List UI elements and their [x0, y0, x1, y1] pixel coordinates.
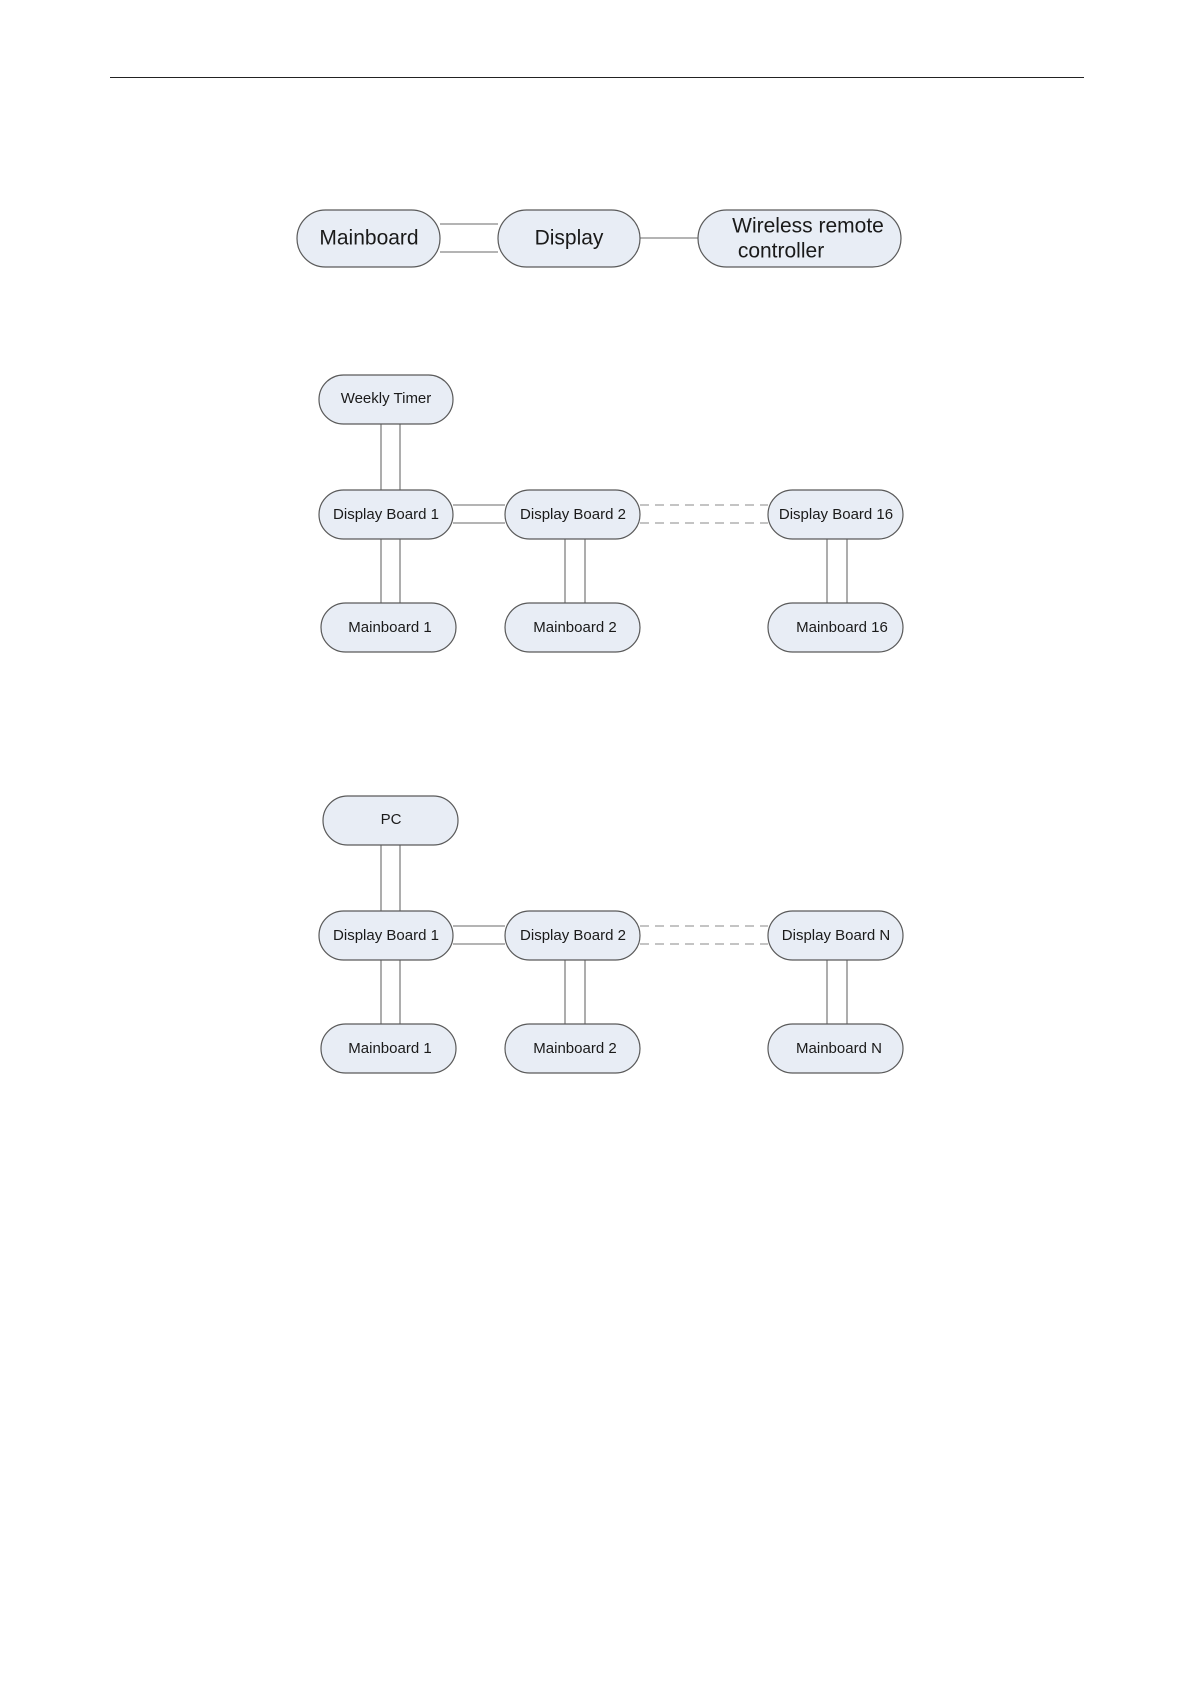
node-mainboard-label: Mainboard: [319, 227, 418, 250]
node-display-board-2-label: Display Board 2: [520, 927, 626, 944]
node-mainboard-2-label: Mainboard 2: [533, 1040, 616, 1057]
node-mainboard-16: Mainboard 16: [768, 603, 903, 652]
node-display-board-n: Display Board N: [768, 911, 903, 960]
node-pc-label: PC: [381, 811, 402, 828]
node-display-board-1: Display Board 1: [319, 911, 453, 960]
node-weekly-timer: Weekly Timer: [319, 375, 453, 424]
node-wireless-remote-label-line1: Wireless remote: [732, 215, 884, 238]
node-mainboard-n-label: Mainboard N: [796, 1040, 882, 1057]
node-display-board-1-label: Display Board 1: [333, 927, 439, 944]
node-display-board-2-label: Display Board 2: [520, 506, 626, 523]
node-display-board-16: Display Board 16: [768, 490, 903, 539]
node-weekly-timer-label: Weekly Timer: [341, 390, 432, 407]
diagram-weekly-timer-network: Weekly Timer Display Board 1 Display Boa…: [0, 370, 1191, 660]
node-mainboard-n: Mainboard N: [768, 1024, 903, 1073]
node-mainboard-1-label: Mainboard 1: [348, 619, 431, 636]
node-display-board-2: Display Board 2: [505, 911, 640, 960]
node-mainboard-2: Mainboard 2: [505, 1024, 640, 1073]
node-display-label: Display: [535, 227, 604, 250]
node-mainboard-16-label: Mainboard 16: [796, 619, 888, 636]
node-wireless-remote: Wireless remote controller: [698, 210, 901, 267]
node-mainboard-2-label: Mainboard 2: [533, 619, 616, 636]
node-display: Display: [498, 210, 640, 267]
node-mainboard-2: Mainboard 2: [505, 603, 640, 652]
node-pc: PC: [323, 796, 458, 845]
node-mainboard-1-label: Mainboard 1: [348, 1040, 431, 1057]
node-mainboard-1: Mainboard 1: [321, 603, 456, 652]
node-display-board-1: Display Board 1: [319, 490, 453, 539]
diagram-basic-connection: Mainboard Display Wireless remote contro…: [0, 200, 1191, 280]
diagram-pc-network: PC Display Board 1 Display Board 2 Displ…: [0, 790, 1191, 1080]
node-display-board-n-label: Display Board N: [782, 927, 890, 944]
node-display-board-16-label: Display Board 16: [779, 506, 893, 523]
node-display-board-2: Display Board 2: [505, 490, 640, 539]
node-display-board-1-label: Display Board 1: [333, 506, 439, 523]
node-mainboard-1: Mainboard 1: [321, 1024, 456, 1073]
node-mainboard: Mainboard: [297, 210, 440, 267]
header-rule: [110, 77, 1084, 78]
node-wireless-remote-label-line2: controller: [738, 240, 824, 263]
